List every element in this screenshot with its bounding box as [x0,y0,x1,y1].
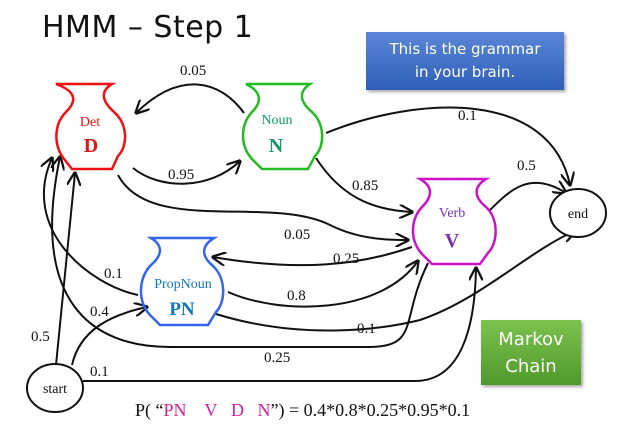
node-verb[interactable]: Verb V [411,177,497,266]
node-det[interactable]: Det D [55,82,127,171]
edge-noun-end [325,106,570,185]
det-pot-shape [55,82,127,171]
node-noun[interactable]: Noun N [241,82,324,171]
end-circle [549,188,607,238]
prob-propnoun-verb: 0.8 [287,288,306,304]
edge-start-verb [83,268,476,382]
edge-propnoun-end [215,231,575,332]
verb-pot-shape [411,177,497,266]
node-propnoun[interactable]: PropNoun PN [139,236,225,327]
prob-propnoun-end: 0.1 [357,321,376,337]
prob-noun-verb: 0.85 [352,178,378,194]
formula-tag-d: D [231,400,245,420]
formula-tag-n: N [257,400,271,420]
markov-callout-line-2: Chain [505,356,557,377]
propnoun-label: PropNoun [154,277,212,292]
edge-verb-propnoun [213,246,413,267]
slide-title: HMM – Step 1 [42,10,254,45]
edge-start-det [55,173,75,366]
formula-prefix: P( “ [135,400,164,420]
prob-propnoun-det: 0.1 [104,266,123,282]
verb-symbol: V [445,230,460,252]
noun-symbol: N [269,135,284,157]
prob-verb-det: 0.25 [264,350,290,366]
probability-formula: P( “PN V D N”) = 0.4*0.8*0.25*0.95*0.1 [135,400,470,421]
grammar-callout-line-1: This is the grammar [389,40,541,58]
prob-start-det: 0.5 [31,329,50,345]
prob-verb-end: 0.5 [517,158,536,174]
edge-det-noun [132,161,240,185]
noun-pot-shape [241,82,324,171]
markov-callout-line-1: Markov [498,329,564,350]
prob-noun-det: 0.05 [180,63,206,79]
noun-label: Noun [261,113,292,128]
edge-start-propnoun [71,307,147,366]
prob-start-verb: 0.1 [90,364,109,380]
edge-noun-det [136,83,245,113]
prob-det-noun: 0.95 [168,167,194,183]
node-start[interactable]: start [26,363,84,413]
prob-start-propnoun: 0.4 [90,304,109,320]
start-circle [26,363,84,413]
start-label: start [43,382,67,397]
edge-verb-det [52,157,429,348]
formula-suffix: ”) = 0.4*0.8*0.25*0.95*0.1 [270,400,471,420]
det-label: Det [80,115,100,130]
formula-tag-pn: PN [163,400,187,420]
propnoun-symbol: PN [169,299,195,320]
edge-noun-verb [315,157,412,212]
grammar-callout-line-2: in your brain. [414,63,516,81]
node-end[interactable]: end [549,188,607,238]
formula-tag-v: V [204,400,218,420]
prob-noun-end: 0.1 [458,108,477,124]
det-symbol: D [84,135,98,157]
propnoun-pot-shape [139,236,225,327]
end-label: end [568,207,588,222]
prob-verb-propnoun: 0.25 [333,251,359,267]
prob-det-verb: 0.05 [284,227,310,243]
edge-propnoun-det [44,158,139,296]
grammar-callout: This is the grammar in your brain. [366,32,564,90]
edge-verb-end [488,183,566,212]
markov-chain-callout: Markov Chain [481,320,581,385]
edge-det-verb [117,174,408,240]
verb-label: Verb [439,206,465,221]
edge-propnoun-verb [227,261,418,308]
